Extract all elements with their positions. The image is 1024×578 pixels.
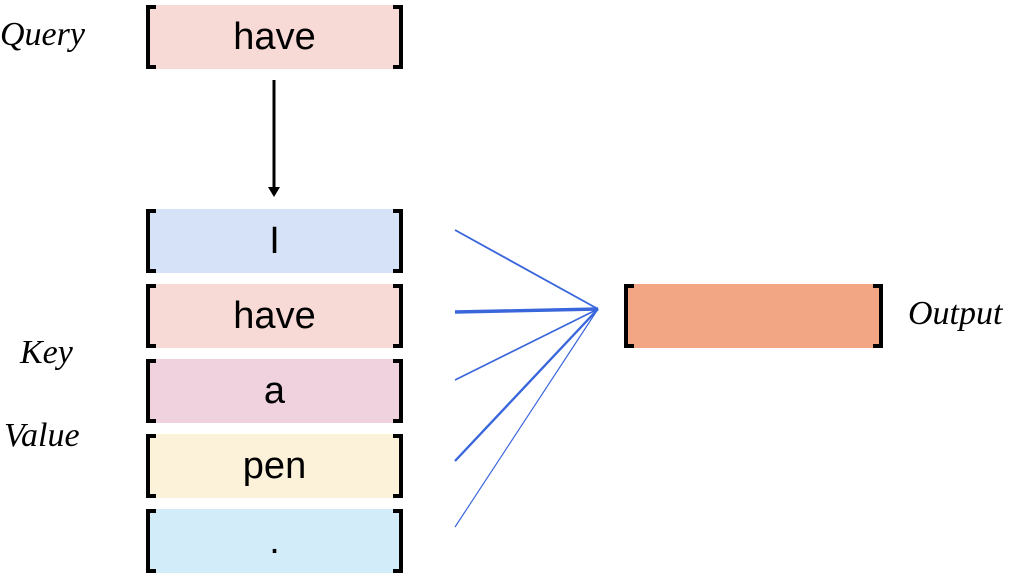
output-box [624,284,883,348]
token-box-have: have [146,284,403,348]
bracket-left [146,5,156,69]
bracket-right [393,434,403,498]
attention-line-i [454,229,599,310]
value-label: Value [4,417,80,454]
query-label: Query [0,16,85,53]
bracket-right [393,359,403,423]
token-text: pen [242,444,307,487]
token-text: I [269,219,280,262]
attention-lines [454,229,599,528]
token-box-pen: pen [146,434,403,498]
attention-line-have [454,307,599,314]
attention-line-pen [454,308,599,462]
key-label: Key [20,334,73,371]
attention-line-a [454,308,599,381]
bracket-left [146,284,156,348]
bracket-left [146,434,156,498]
token-text: a [263,369,286,412]
token-box-a: a [146,359,403,423]
token-box-period: . [146,509,403,573]
bracket-right [393,509,403,573]
bracket-left [146,509,156,573]
attention-line-period [454,308,599,528]
bracket-left [146,359,156,423]
token-text: . [269,519,280,562]
bracket-right [393,5,403,69]
token-text: have [233,294,316,337]
bracket-right [873,284,883,348]
bracket-right [393,284,403,348]
query-token-box: have [146,5,403,69]
token-box-i: I [146,209,403,273]
bracket-left [146,209,156,273]
bracket-left [624,284,634,348]
bracket-right [393,209,403,273]
query-token-text: have [233,15,316,58]
output-label: Output [908,295,1003,332]
